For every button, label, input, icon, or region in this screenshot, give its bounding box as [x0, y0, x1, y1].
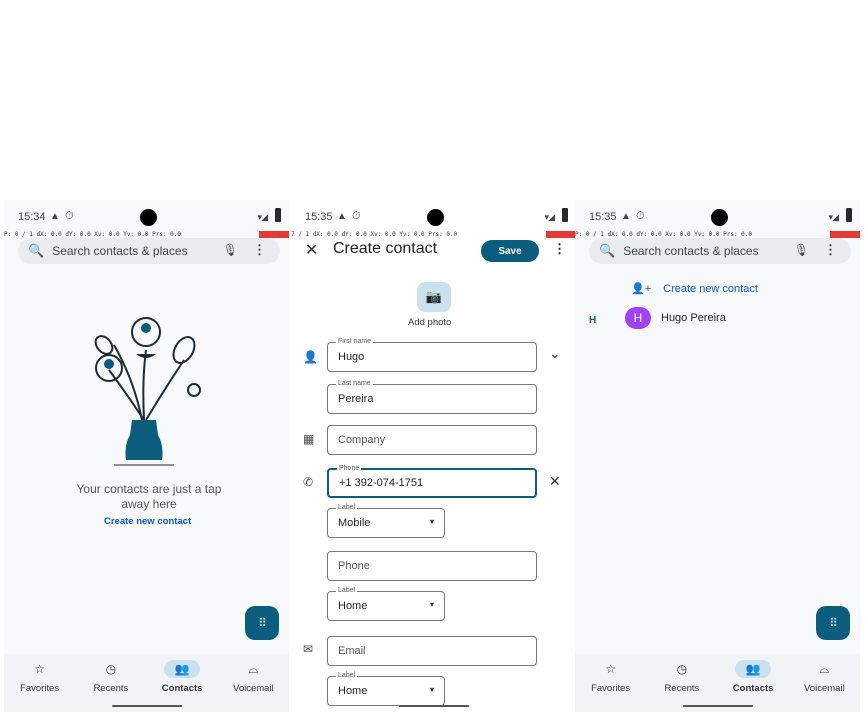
tab-voicemail[interactable]: ⌓Voicemail: [804, 661, 845, 695]
dialpad-icon: ⠿: [258, 616, 267, 630]
tab-favorites[interactable]: ☆Favorites: [591, 662, 631, 694]
search-placeholder: Search contacts & places: [623, 244, 759, 258]
add-photo-label: Add photo: [408, 317, 452, 328]
contact-name: Hugo Pereira: [661, 312, 726, 324]
more-options-icon[interactable]: ⋮: [553, 241, 566, 256]
gesture-handle: [682, 705, 753, 707]
bottom-navigation: ☆Favorites ◷Recents 👥Contacts ⌓Voicemail: [575, 654, 860, 712]
company-field[interactable]: Company: [327, 425, 537, 455]
search-bar[interactable]: 🔍 Search contacts & places 🎙 ⋮: [589, 238, 851, 264]
avatar: H: [625, 307, 651, 329]
section-letter: H: [589, 315, 597, 326]
email-label-select[interactable]: Label Home ▾: [327, 672, 445, 706]
dropdown-icon: ▾: [429, 600, 434, 609]
person-icon: 👤: [303, 350, 318, 364]
create-new-contact-label: Create new contact: [663, 282, 758, 295]
more-options-icon[interactable]: ⋮: [253, 242, 266, 257]
camera-cutout: [711, 209, 728, 226]
first-name-field[interactable]: First name Hugo: [327, 338, 537, 372]
close-icon[interactable]: ✕: [305, 242, 319, 259]
signal-icon: ▾◢: [257, 212, 269, 222]
pointer-debug-overlay: P: 0 / 1 dX: 0.0 dY: 0.0 Xv: 0.0 Yv: 0.0…: [575, 231, 860, 239]
dropdown-icon: ▾: [429, 517, 434, 526]
warning-icon: ▲: [50, 211, 60, 222]
tab-voicemail[interactable]: ⌓Voicemail: [233, 661, 274, 695]
search-icon: 🔍: [599, 243, 616, 258]
phone-label-select[interactable]: Label Mobile ▾: [327, 504, 445, 538]
clock: 15:35: [589, 211, 617, 223]
signal-icon: ▾◢: [544, 212, 556, 222]
camera-icon: 📷: [425, 289, 443, 304]
battery-icon: [275, 208, 281, 222]
last-name-field[interactable]: Last name Pereira: [327, 380, 537, 414]
tab-recents[interactable]: ◷Recents: [664, 662, 700, 694]
people-icon: 👥: [735, 660, 772, 678]
tab-recents[interactable]: ◷Recents: [93, 662, 129, 694]
clock: 15:34: [18, 211, 46, 223]
dialpad-fab[interactable]: ⠿: [816, 606, 850, 640]
save-button[interactable]: Save: [481, 240, 539, 262]
alarm-icon: ⏱: [636, 210, 645, 222]
battery-icon: [562, 208, 568, 222]
empty-state-illustration: [94, 317, 201, 466]
search-bar[interactable]: 🔍 Search contacts & places 🎙 ⋮: [18, 238, 280, 264]
voicemail-icon: ⌓: [819, 661, 830, 676]
warning-icon: ▲: [337, 211, 347, 222]
clock-icon: ◷: [676, 662, 688, 676]
phone-icon: ✆: [303, 475, 314, 489]
expand-name-icon[interactable]: ⌄: [549, 345, 561, 361]
clock: 15:35: [305, 211, 333, 223]
tab-contacts[interactable]: 👥Contacts: [161, 660, 203, 694]
mic-icon[interactable]: 🎙: [222, 243, 238, 257]
page-title: Create contact: [333, 240, 438, 257]
email-icon: ✉: [303, 642, 314, 656]
dialpad-fab[interactable]: ⠿: [245, 606, 279, 640]
alarm-icon: ⏱: [352, 210, 361, 222]
clear-phone-icon[interactable]: ✕: [549, 473, 561, 489]
gesture-handle: [111, 705, 182, 707]
status-bar: 15:35 ▲ ⏱ ▾◢: [575, 200, 860, 232]
alarm-icon: ⏱: [65, 210, 74, 222]
gesture-handle: [398, 705, 469, 707]
status-bar: 15:34 ▲ ⏱ ▾◢: [4, 200, 289, 232]
company-icon: ▦: [303, 432, 315, 446]
warning-icon: ▲: [621, 211, 631, 222]
contact-row[interactable]: H Hugo Pereira: [625, 307, 726, 329]
contacts-list-screen: 15:35 ▲ ⏱ ▾◢ P: 0 / 1 dX: 0.0 dY: 0.0 Xv…: [575, 200, 860, 712]
tab-favorites[interactable]: ☆Favorites: [20, 662, 60, 694]
tab-contacts[interactable]: 👥Contacts: [732, 660, 774, 694]
dialpad-icon: ⠿: [829, 616, 838, 630]
people-icon: 👥: [164, 660, 201, 678]
bottom-navigation: ☆Favorites ◷Recents 👥Contacts ⌓Voicemail: [4, 654, 289, 712]
contacts-empty-screen: 15:34 ▲ ⏱ ▾◢ P: 0 / 1 dX: 0.0 dY: 0.0 Xv…: [4, 200, 289, 712]
create-new-contact-link[interactable]: Create new contact: [104, 516, 192, 527]
add-person-icon: 👤+: [631, 283, 652, 295]
email-field[interactable]: Email: [327, 636, 537, 666]
create-contact-screen: 15:35 ▲ ⏱ ▾◢ 7 / 1 dX: 0.0 dY: 0.0 Xv: 0…: [291, 200, 576, 712]
pointer-debug-overlay: P: 0 / 1 dX: 0.0 dY: 0.0 Xv: 0.0 Yv: 0.0…: [4, 231, 289, 239]
create-new-contact-row[interactable]: 👤+ Create new contact: [631, 282, 758, 296]
star-icon: ☆: [34, 662, 45, 676]
search-placeholder: Search contacts & places: [52, 244, 188, 258]
add-photo-button[interactable]: 📷: [417, 282, 451, 312]
clock-icon: ◷: [105, 662, 117, 676]
star-icon: ☆: [605, 662, 616, 676]
voicemail-icon: ⌓: [248, 661, 259, 676]
more-options-icon[interactable]: ⋮: [824, 242, 837, 257]
status-bar: 15:35 ▲ ⏱ ▾◢: [291, 200, 576, 232]
camera-cutout: [140, 209, 157, 226]
empty-state-message: Your contacts are just a tap away here: [76, 482, 222, 511]
pointer-debug-overlay: 7 / 1 dX: 0.0 dY: 0.0 Xv: 0.0 Yv: 0.0 Pr…: [291, 231, 576, 239]
camera-cutout: [427, 209, 444, 226]
signal-icon: ▾◢: [828, 212, 840, 222]
phone2-field[interactable]: Phone: [327, 551, 537, 581]
search-icon: 🔍: [28, 243, 45, 258]
mic-icon[interactable]: 🎙: [793, 243, 809, 257]
phone2-label-select[interactable]: Label Home ▾: [327, 587, 445, 621]
dropdown-icon: ▾: [429, 685, 434, 694]
phone-field[interactable]: Phone +1 392-074-1751: [327, 465, 537, 498]
battery-icon: [846, 208, 852, 222]
